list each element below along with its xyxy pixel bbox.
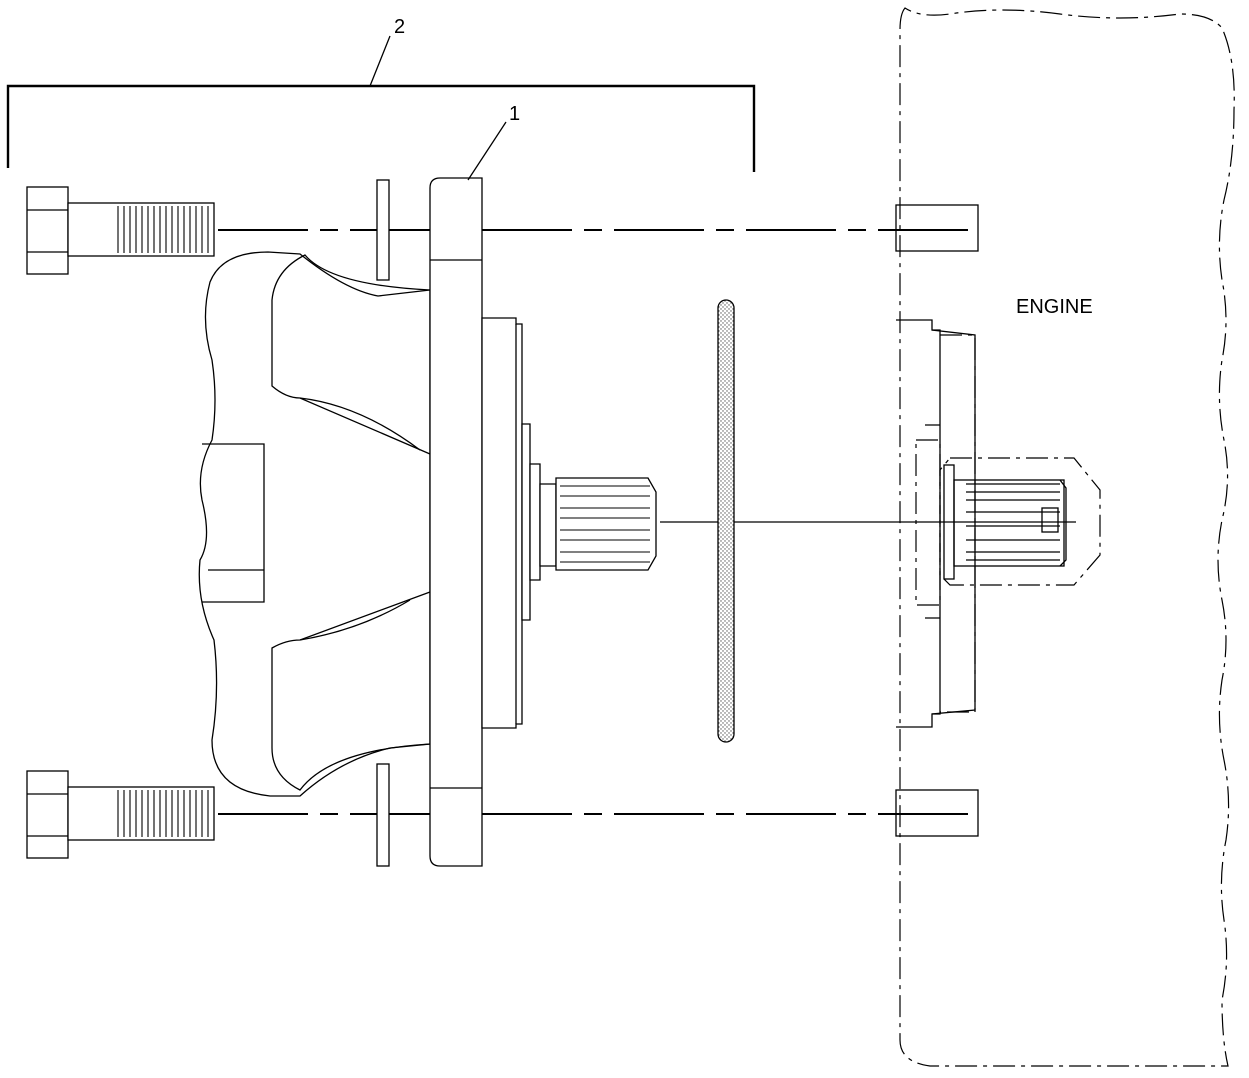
callout-1: 1 — [509, 103, 520, 125]
cap-screw-lower — [26, 770, 215, 859]
washer-lower — [376, 763, 390, 867]
callout-2: 2 — [394, 16, 405, 38]
leader-1 — [467, 121, 507, 181]
washer-upper — [376, 179, 390, 281]
engine-stud-upper — [895, 204, 979, 252]
pump-housing — [198, 177, 557, 867]
o-ring-gasket — [717, 299, 735, 743]
engine-splined-shaft — [943, 464, 1067, 580]
pump-splined-shaft — [555, 477, 657, 571]
cap-screw-upper — [26, 186, 215, 275]
assembly-bracket — [6, 35, 756, 172]
engine-label: ENGINE — [1016, 296, 1093, 318]
engine-outline — [895, 7, 1235, 1067]
